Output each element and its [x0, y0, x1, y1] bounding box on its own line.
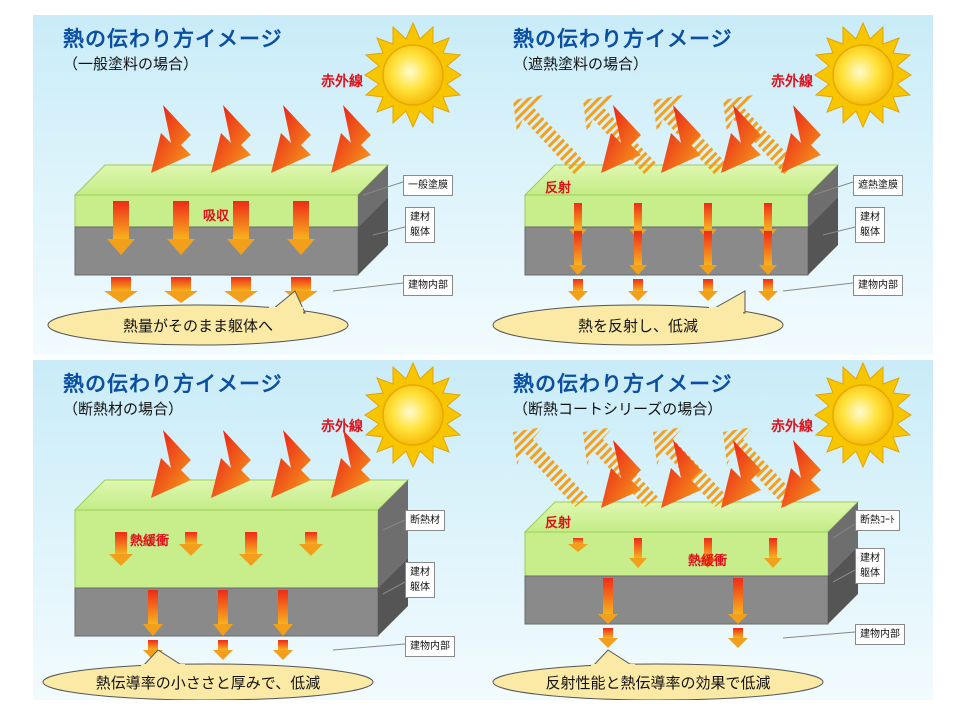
building-callout: 建材 躯体: [855, 548, 885, 584]
infrared-label: 赤外線: [321, 419, 363, 435]
panel-title: 熱の伝わり方イメージ: [63, 27, 283, 51]
absorb-label: 吸収: [203, 209, 230, 224]
panel-subtitle: （断熱材の場合）: [63, 400, 184, 418]
infrared-label: 赤外線: [771, 74, 813, 90]
panel-2-diagram: [483, 15, 933, 355]
reflect-label: 反射: [545, 516, 572, 531]
panel-insulation-coat: 熱の伝わり方イメージ （断熱コートシリーズの場合） 赤外線 反射 熱緩衝 断熱ｺ…: [483, 360, 933, 700]
heat-down-arrows: [568, 203, 778, 301]
sun-icon: [814, 21, 912, 129]
panel-subtitle: （遮熱塗料の場合）: [513, 55, 649, 73]
summary-bubble: [492, 663, 824, 700]
building-callout: 建材 躯体: [405, 562, 435, 598]
heat-down-arrows: [109, 532, 323, 660]
reflect-label: 反射: [545, 181, 572, 196]
interior-callout: 建物内部: [853, 275, 903, 296]
infrared-arrows: [151, 105, 371, 173]
bubble-text: 熱を反射し、低減: [577, 317, 698, 335]
buffer-label: 熱緩衝: [688, 554, 728, 569]
panel-title: 熱の伝わり方イメージ: [513, 372, 733, 396]
heat-down-arrows: [568, 538, 782, 648]
building-callout: 建材 躯体: [855, 207, 885, 243]
buffer-label: 熱緩衝: [130, 534, 170, 549]
panel-heat-shield-paint: 熱の伝わり方イメージ （遮熱塗料の場合） 赤外線 反射 遮熱塗膜 建材 躯体 建…: [483, 15, 933, 355]
panel-insulation: 熱の伝わり方イメージ （断熱材の場合） 赤外線 熱緩衝 断熱材 建材 躯体 建物…: [33, 360, 483, 700]
layer-callout: 一般塗膜: [403, 175, 453, 196]
panel-title: 熱の伝わり方イメージ: [63, 372, 283, 396]
infrared-arrows: [151, 430, 371, 498]
bubble-text: 熱量がそのまま躯体へ: [122, 317, 273, 335]
infrared-arrows: [601, 440, 821, 508]
panel-general-paint: 熱の伝わり方イメージ （一般塗料の場合） 赤外線 吸収 一般塗膜 建材 躯体 建…: [33, 15, 483, 355]
panel-title: 熱の伝わり方イメージ: [513, 27, 733, 51]
bubble-text: 反射性能と熱伝導率の効果で低減: [545, 674, 771, 692]
sun-icon: [364, 361, 462, 469]
infrared-label: 赤外線: [321, 74, 363, 90]
interior-callout: 建物内部: [403, 275, 453, 296]
panel-subtitle: （断熱コートシリーズの場合）: [513, 400, 723, 418]
bubble-text: 熱伝導率の小ささと厚みで、低減: [95, 674, 321, 692]
building-callout: 建材 躯体: [405, 207, 435, 243]
interior-callout: 建物内部: [405, 636, 455, 657]
layer-callout: 断熱ｺｰﾄ: [855, 510, 900, 531]
summary-bubble: [42, 663, 374, 700]
sun-icon: [364, 21, 462, 129]
sun-icon: [814, 361, 912, 469]
infrared-arrows: [601, 105, 821, 173]
interior-callout: 建物内部: [855, 624, 905, 645]
panel-subtitle: （一般塗料の場合）: [63, 55, 199, 73]
layer-callout: 遮熱塗膜: [853, 175, 903, 196]
layer-callout: 断熱材: [405, 510, 445, 531]
infrared-label: 赤外線: [771, 419, 813, 435]
